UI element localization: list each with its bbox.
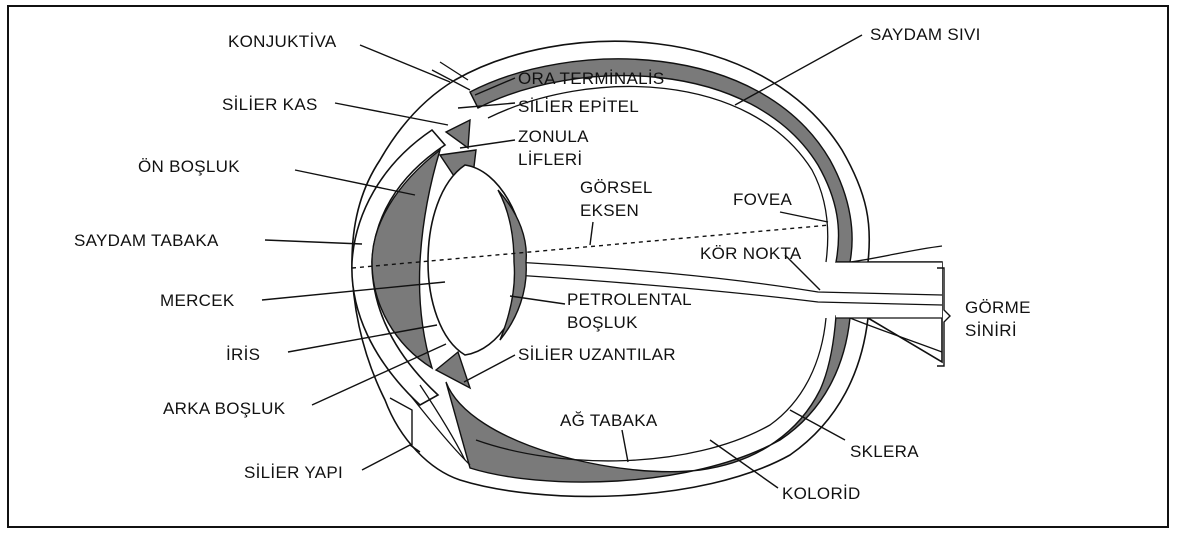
label-fovea: FOVEA (733, 190, 792, 209)
label-mercek: MERCEK (160, 291, 235, 310)
label-arka-bosluk: ARKA BOŞLUK (163, 399, 286, 418)
label-silier-kas: SİLİER KAS (222, 95, 318, 114)
label-siniri: SİNİRİ (965, 321, 1017, 340)
label-kolorid: KOLORİD (782, 484, 861, 503)
label-on-bosluk: ÖN BOŞLUK (138, 157, 240, 176)
label-ag-tabaka: AĞ TABAKA (560, 411, 658, 430)
label-silier-uzantilar: SİLİER UZANTILAR (518, 345, 676, 364)
label-saydam-tabaka: SAYDAM TABAKA (74, 231, 219, 250)
label-silier-epitel: SİLİER EPİTEL (518, 97, 639, 116)
label-eksen: EKSEN (580, 201, 639, 220)
label-lifleri: LİFLERİ (518, 150, 582, 169)
label-gorsel: GÖRSEL (580, 178, 653, 197)
label-zonula: ZONULA (518, 127, 589, 146)
label-ora-terminalis: ORA TERMİNALİS (518, 69, 665, 88)
optic-nerve-core (836, 262, 942, 318)
label-silier-yapi: SİLİER YAPI (244, 463, 343, 482)
label-konjuktiva: KONJUKTİVA (228, 32, 337, 51)
label-petrolental: PETROLENTAL (567, 290, 692, 309)
label-sklera: SKLERA (850, 442, 919, 461)
label-gorme: GÖRME (965, 298, 1031, 317)
label-kor-nokta: KÖR NOKTA (700, 244, 802, 263)
label-bosluk: BOŞLUK (567, 313, 638, 332)
label-saydam-sivi: SAYDAM SIVI (870, 25, 981, 44)
label-iris: İRİS (226, 345, 260, 364)
